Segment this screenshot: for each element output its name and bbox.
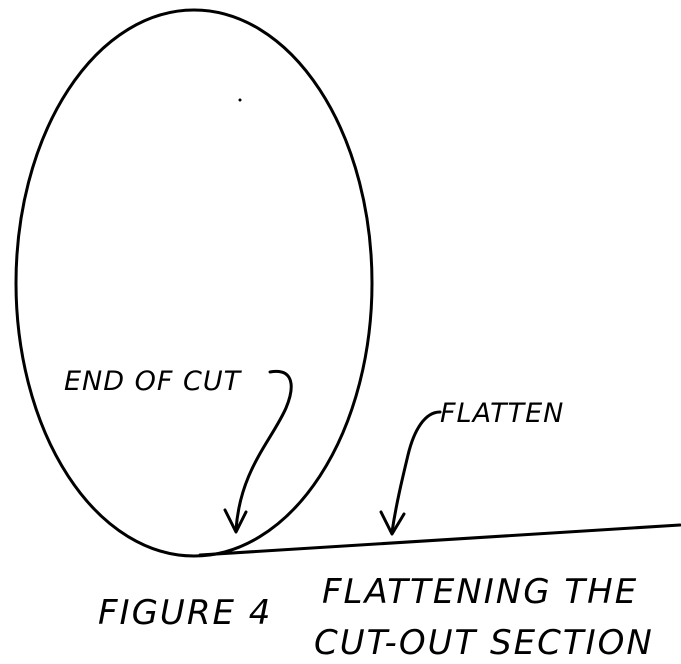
end-of-cut-label: END OF CUT (64, 366, 243, 397)
flatten-arrowhead (379, 510, 406, 536)
caption-line-2: CUT-OUT SECTION (314, 623, 654, 663)
flatten-label: FLATTEN (440, 398, 564, 429)
flatten-arrow (390, 410, 442, 534)
figure-number: FIGURE 4 (98, 593, 272, 633)
end-of-cut-arrowhead (223, 508, 248, 534)
ink-speck (238, 98, 242, 102)
flattened-sheet-line (198, 523, 681, 557)
rolled-section-oval (14, 8, 374, 558)
caption-line-1: FLATTENING THE (322, 572, 638, 612)
end-of-cut-arrow (234, 369, 293, 532)
